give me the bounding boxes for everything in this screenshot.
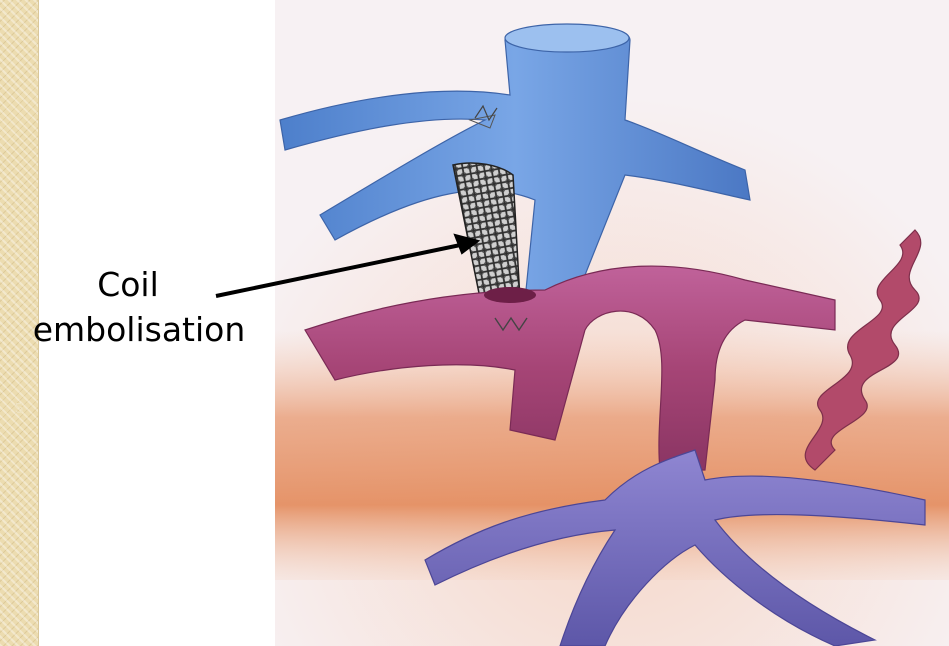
label-line-2: embolisation bbox=[0, 307, 278, 352]
slide-number: 5 bbox=[6, 400, 32, 417]
label-line-1: Coil bbox=[0, 262, 278, 307]
coil-embolisation-label: Coil embolisation bbox=[0, 262, 278, 352]
vascular-illustration bbox=[275, 0, 949, 646]
